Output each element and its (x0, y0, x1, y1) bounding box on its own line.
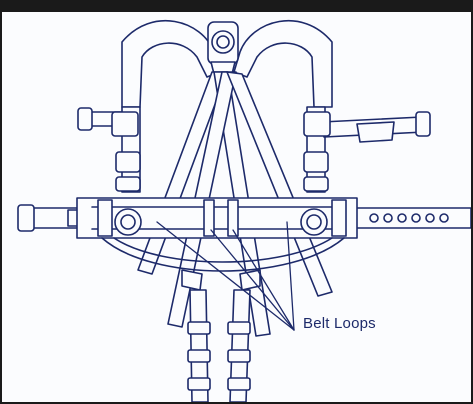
right-adjustment-column (303, 106, 431, 193)
seat-strap (101, 237, 345, 291)
waist-belt (17, 197, 471, 239)
callout-leaders (156, 221, 295, 331)
harness-illustration (17, 19, 471, 402)
belt-grommets (369, 213, 449, 223)
belt-loops-callout-label: Belt Loops (303, 315, 376, 332)
left-adjustment-column (77, 106, 141, 193)
side-d-rings (114, 208, 328, 236)
belt-loops (97, 199, 347, 237)
dorsal-d-ring (207, 21, 239, 75)
leg-straps (187, 289, 251, 402)
